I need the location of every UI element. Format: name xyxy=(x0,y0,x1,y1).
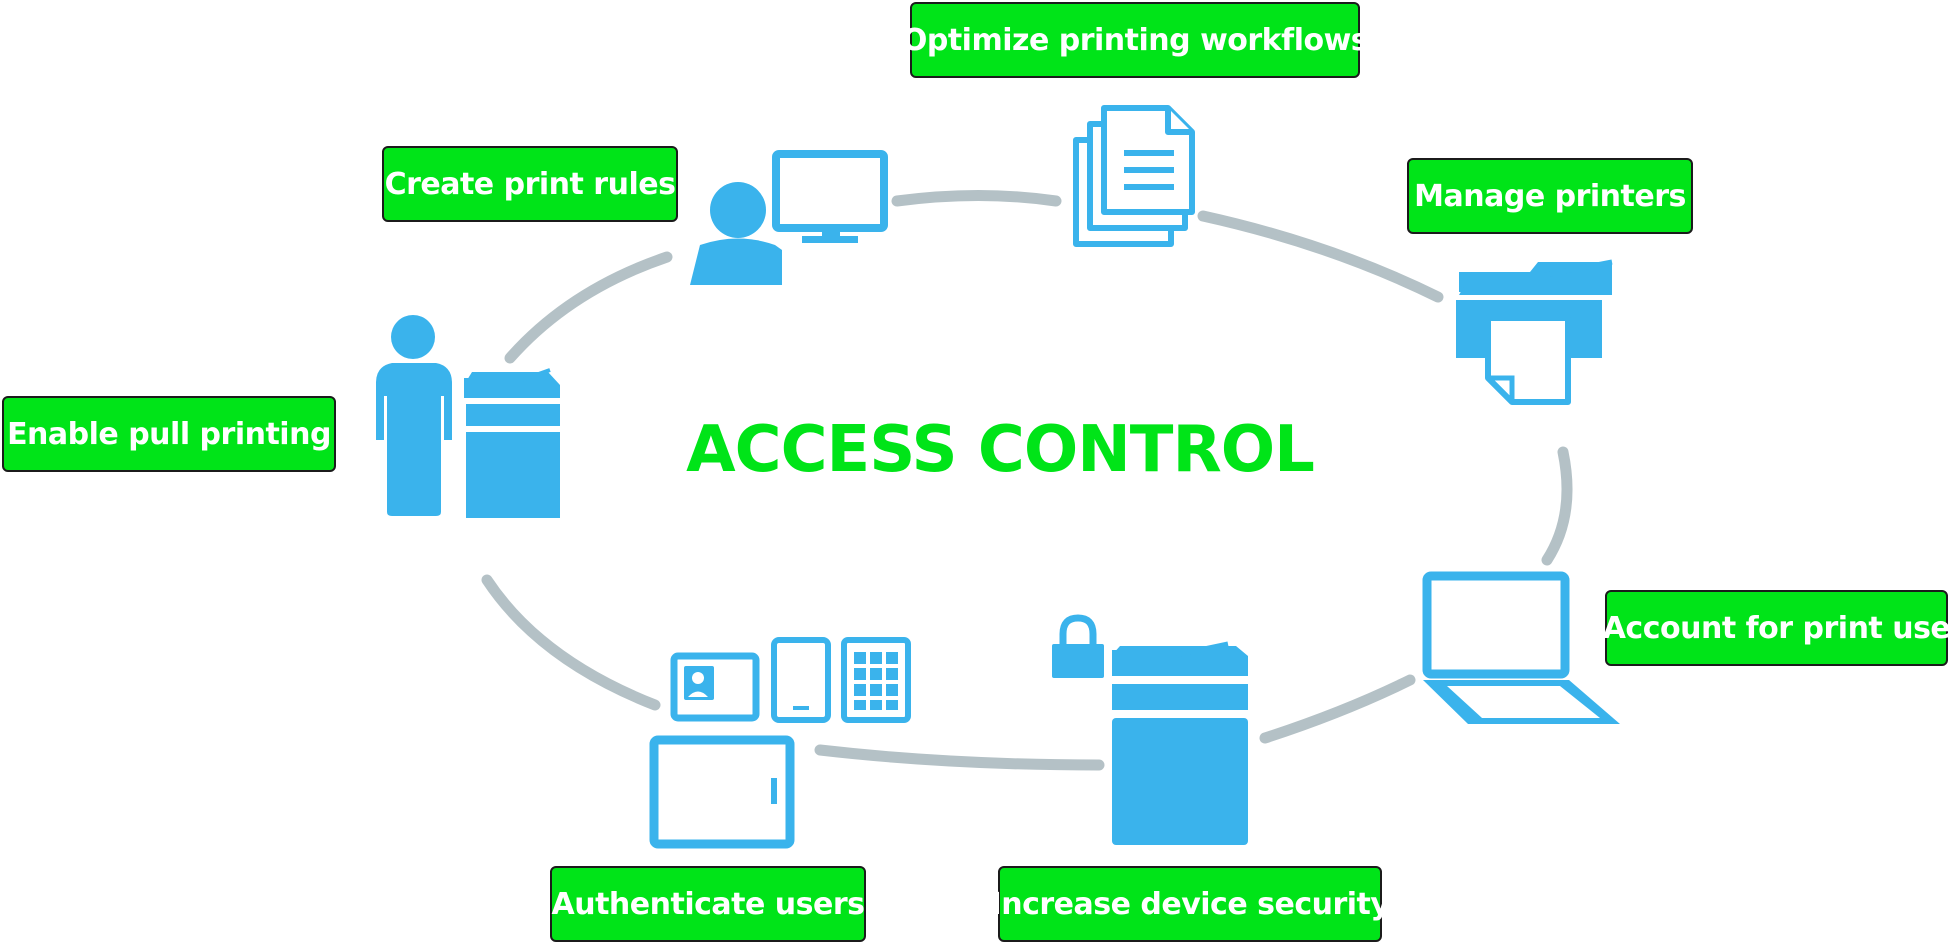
label-account-for-print-use: Account for print use xyxy=(1603,590,1950,666)
ring-segment xyxy=(1197,210,1444,303)
laptop-icon xyxy=(1422,571,1620,724)
ring-segment xyxy=(1259,674,1416,744)
ring-segment xyxy=(891,190,1062,207)
diagram-title: ACCESS CONTROL xyxy=(686,413,1315,487)
documents-icon xyxy=(1073,105,1195,247)
label-enable-pull-printing: Enable pull printing xyxy=(2,396,336,472)
ring-segment xyxy=(814,744,1105,771)
cycle-ring xyxy=(481,190,1573,771)
printer-icon xyxy=(1456,259,1613,405)
label-manage-printers: Manage printers xyxy=(1407,158,1693,234)
label-create-print-rules: Create print rules xyxy=(382,146,678,222)
ring-segment xyxy=(481,574,661,711)
user-at-printer-icon xyxy=(376,315,560,518)
ring-segment xyxy=(504,251,673,364)
user-at-computer-icon xyxy=(690,150,888,285)
label-increase-device-security: Increase device security xyxy=(991,866,1390,942)
ring-segment xyxy=(1541,446,1573,566)
id-card-reader-icon xyxy=(649,637,911,849)
label-optimize-printing-workflows: Optimize printing workflows xyxy=(902,2,1369,78)
label-authenticate-users: Authenticate users xyxy=(550,866,866,942)
locked-printer-icon xyxy=(1052,614,1248,845)
